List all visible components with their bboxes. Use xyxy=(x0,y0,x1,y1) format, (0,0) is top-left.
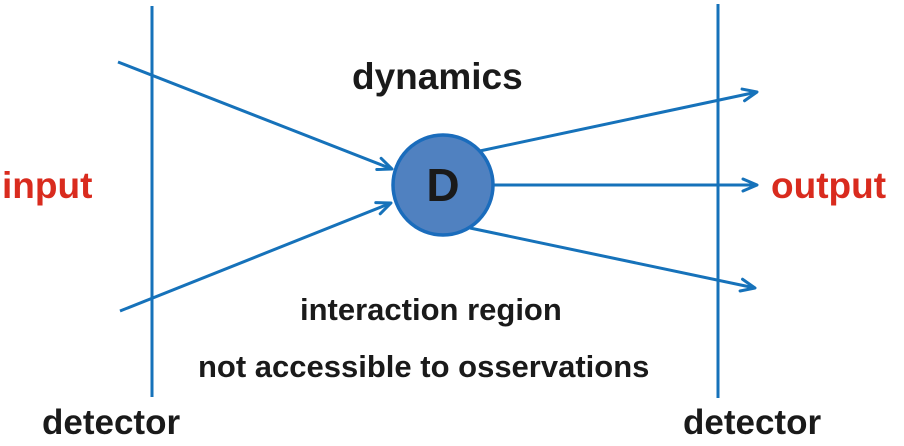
output-arrow-bottom xyxy=(469,226,757,293)
input-label: input xyxy=(2,165,93,206)
output-arrow-top xyxy=(474,87,759,154)
output-label: output xyxy=(771,165,887,206)
dynamics-node-label: D xyxy=(426,159,460,211)
note-not-accessible: not accessible to osservations xyxy=(198,349,650,384)
detector-label-left: detector xyxy=(42,403,181,442)
note-interaction-region: interaction region xyxy=(300,292,562,327)
dynamics-title: dynamics xyxy=(352,56,523,97)
input-arrow-upper xyxy=(117,60,394,171)
dynamics-node-circle xyxy=(391,133,495,237)
input-arrow-lower xyxy=(119,201,393,313)
detector-label-right: detector xyxy=(683,403,822,442)
